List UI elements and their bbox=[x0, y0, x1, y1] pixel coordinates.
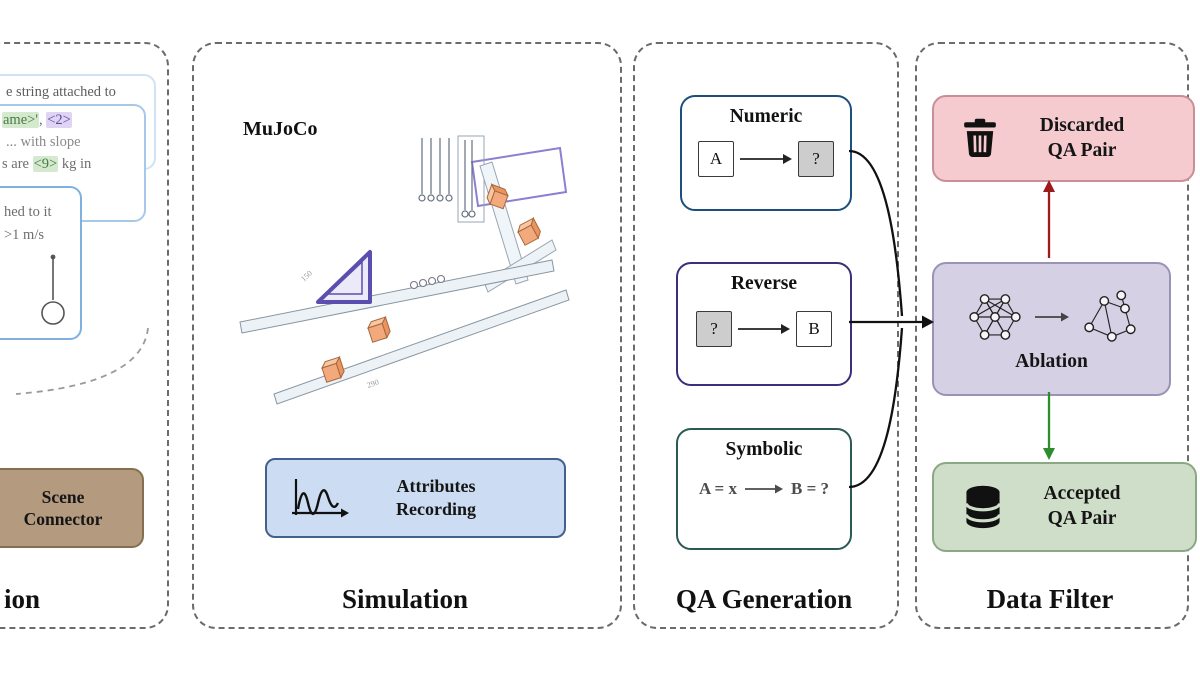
trash-icon bbox=[964, 118, 996, 157]
panel-label-construction: ion bbox=[4, 584, 41, 614]
prompt-line-3: ... with slope bbox=[6, 134, 81, 150]
attributes-recording-box: Attributes Recording bbox=[265, 458, 566, 538]
pendulum-strings bbox=[421, 138, 473, 210]
numeric-qa-box: Numeric A ? bbox=[680, 95, 852, 211]
cube bbox=[486, 183, 509, 210]
symbolic-title: Symbolic bbox=[725, 439, 803, 460]
reverse-title: Reverse bbox=[730, 273, 798, 294]
token-2: <2> bbox=[46, 112, 72, 128]
panel-label-simulation: Simulation bbox=[341, 584, 469, 614]
dashed-arc-connector bbox=[15, 327, 149, 395]
token-9: <9> bbox=[32, 156, 59, 172]
arrow-right-icon bbox=[745, 484, 783, 494]
prompt-line-1: e string attached to bbox=[6, 84, 116, 100]
accepted-qa-label: Accepted QA Pair bbox=[1043, 483, 1121, 529]
cube bbox=[367, 315, 391, 343]
prompt-card-front bbox=[0, 186, 82, 340]
reverse-answer-box: ? bbox=[696, 311, 732, 347]
reverse-input-box: B bbox=[796, 311, 832, 347]
ablation-label: Ablation bbox=[1015, 350, 1088, 372]
attributes-recording-label: Attributes Recording bbox=[396, 475, 476, 519]
symbolic-rhs: B = ? bbox=[791, 479, 830, 498]
scene-connector-box: Scene Connector bbox=[0, 468, 144, 548]
dimension-label: 290 bbox=[366, 377, 380, 389]
numeric-answer-box: ? bbox=[798, 141, 834, 177]
numeric-title: Numeric bbox=[729, 106, 803, 127]
token-name: ame>' bbox=[2, 112, 39, 128]
symbolic-qa-box: Symbolic A = x B = ? bbox=[676, 428, 852, 550]
accepted-qa-box: Accepted QA Pair bbox=[932, 462, 1197, 552]
network-pruned-icon bbox=[1083, 289, 1136, 342]
reverse-qa-box: Reverse ? B bbox=[676, 262, 852, 386]
dimension-label: 150 bbox=[299, 269, 314, 284]
prompt-line-6: >1 m/s bbox=[4, 227, 45, 243]
numeric-input-box: A bbox=[698, 141, 734, 177]
panel-label-data-filter: Data Filter bbox=[986, 584, 1114, 614]
prompt-line-5: hed to it bbox=[4, 204, 52, 220]
cube bbox=[517, 216, 541, 246]
panel-label-qa-generation: QA Generation bbox=[675, 584, 853, 614]
discarded-qa-box: Discarded QA Pair bbox=[932, 95, 1195, 182]
network-full-icon bbox=[968, 293, 1021, 340]
scene-connector-label: Scene Connector bbox=[23, 486, 103, 529]
arrow-right-icon bbox=[738, 324, 790, 334]
arrow-right-icon bbox=[1034, 312, 1069, 322]
database-icon bbox=[964, 485, 1002, 529]
simulation-scene-illustration: 150 290 bbox=[239, 135, 570, 405]
prompt-line-2: ame>', <2> bbox=[2, 112, 72, 128]
pendulum-sketch-icon bbox=[41, 254, 65, 325]
discarded-qa-label: Discarded QA Pair bbox=[1039, 114, 1125, 161]
symbolic-lhs: A = x bbox=[698, 479, 737, 498]
prompt-line-4: s are <9> kg in bbox=[2, 156, 92, 172]
cube bbox=[321, 355, 345, 383]
ablation-box: Ablation bbox=[932, 262, 1171, 396]
engine-label: MuJoCo bbox=[243, 118, 318, 140]
arrow-right-icon bbox=[740, 154, 792, 164]
waveform-icon bbox=[292, 479, 349, 518]
